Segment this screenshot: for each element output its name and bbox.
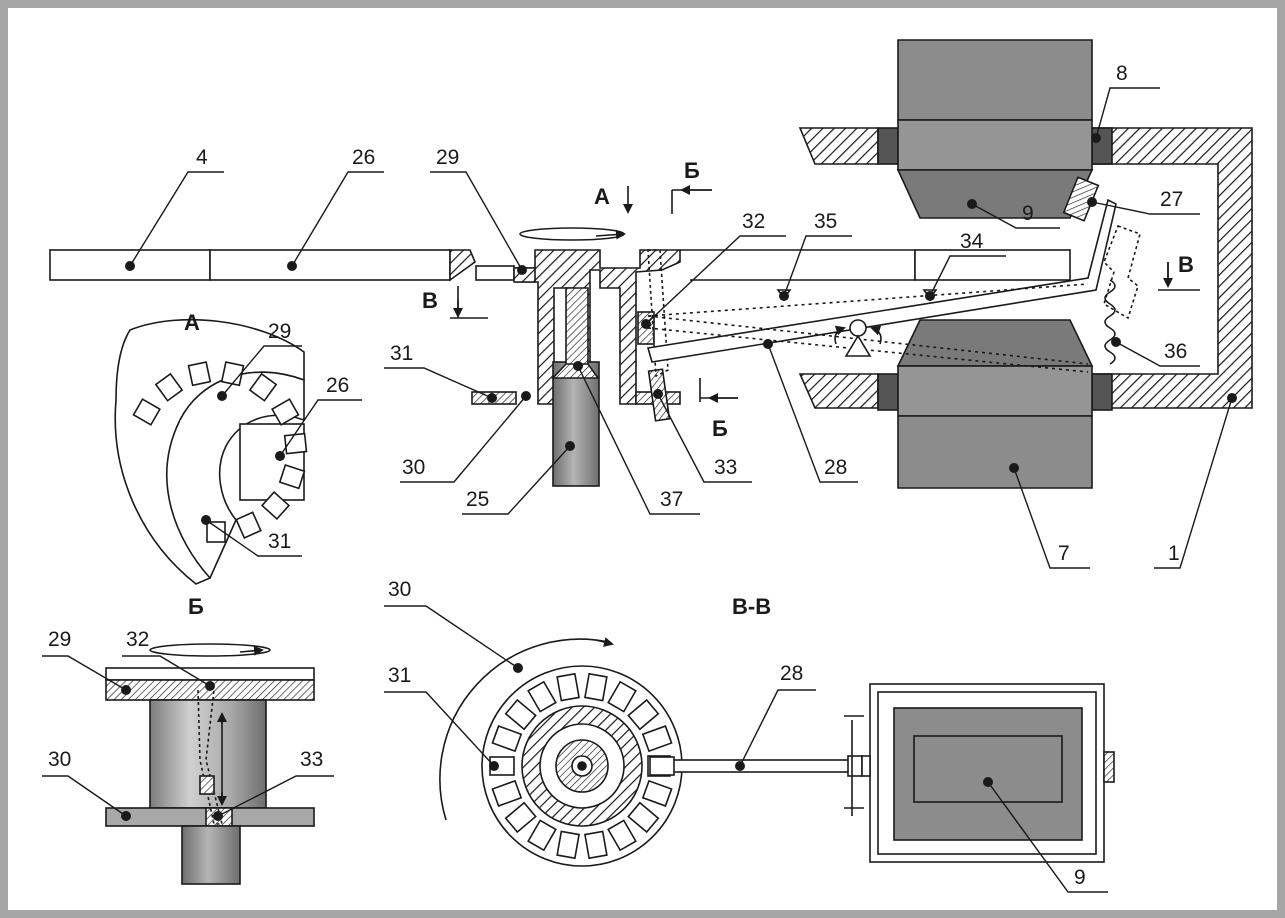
slot [641,725,673,753]
callout-26: 26 [352,146,375,169]
callout-32: 32 [742,210,765,233]
view-a-title: А [184,310,200,335]
slot [584,672,608,702]
slot [235,511,262,539]
slot [556,672,580,702]
callout-a-26: 26 [326,374,349,397]
arm-4-26 [49,249,515,282]
callout-b-32: 32 [126,628,149,651]
slot [556,830,580,860]
callout-vv-31: 31 [388,664,411,687]
arm-right [680,249,1071,281]
callout-b-33: 33 [300,748,323,771]
slot [641,779,673,807]
callout-7: 7 [1058,542,1070,565]
callout-a-29: 29 [268,320,291,343]
slot [220,361,245,387]
spindle-37 [565,287,589,376]
callout-4: 4 [196,146,208,169]
section-label-v-right: В [1178,252,1194,277]
callout-b-29: 29 [48,628,71,651]
callout-34: 34 [960,230,984,253]
callout-33: 33 [714,456,737,479]
callout-8: 8 [1116,62,1128,85]
slot [627,801,660,834]
slot [527,680,557,713]
slot [187,361,212,387]
fulcrum-base [844,334,872,357]
slot [260,490,291,521]
spring-36 [1104,279,1116,365]
slot [649,756,675,776]
callout-a-31: 31 [268,530,291,553]
callout-27: 27 [1160,188,1183,211]
view-b-title: Б [188,594,204,619]
view-a-slots [132,361,308,543]
slot [206,521,226,543]
slot [271,398,300,426]
lever-28 [646,198,1117,363]
slot [607,819,637,852]
view-vv [439,637,1115,867]
slot [627,698,660,731]
callout-30: 30 [402,456,425,479]
slot [607,680,637,713]
callout-31: 31 [390,342,413,365]
callout-vv-28: 28 [780,662,803,685]
slot [504,698,537,731]
view-vv-title: В-В [732,594,771,619]
slot [584,830,608,860]
view-vv-slots [489,672,675,860]
slot [491,779,523,807]
view-b [105,643,315,885]
shaft-25 [552,361,600,487]
pole-piece-7-lower [896,319,1094,489]
callout-1: 1 [1168,542,1180,565]
magnet-ring-8 [877,127,1113,411]
pole-piece-9-upper [896,39,1094,219]
hook-dashed-outline [647,249,669,378]
callout-36: 36 [1164,340,1187,363]
slot [491,725,523,753]
callout-vv-9: 9 [1074,866,1086,889]
callout-28: 28 [824,456,847,479]
callout-37: 37 [660,488,683,511]
tip-27-alt [1103,224,1141,320]
section-label-a-main: А [594,184,610,209]
callout-vv-30: 30 [388,578,411,601]
slot [278,464,306,490]
callout-9: 9 [1022,202,1034,225]
slot [527,819,557,852]
slot [504,801,537,834]
callout-b-30: 30 [48,748,71,771]
slot [154,372,184,402]
callout-25: 25 [466,488,489,511]
callout-29: 29 [436,146,459,169]
slot [248,372,278,402]
section-label-v-left: В [422,288,438,313]
callout-35: 35 [814,210,837,233]
fulcrum-pivot [849,319,867,337]
slot [132,398,161,426]
section-label-b-top: Б [684,158,700,183]
section-label-b-bottom: Б [712,416,728,441]
